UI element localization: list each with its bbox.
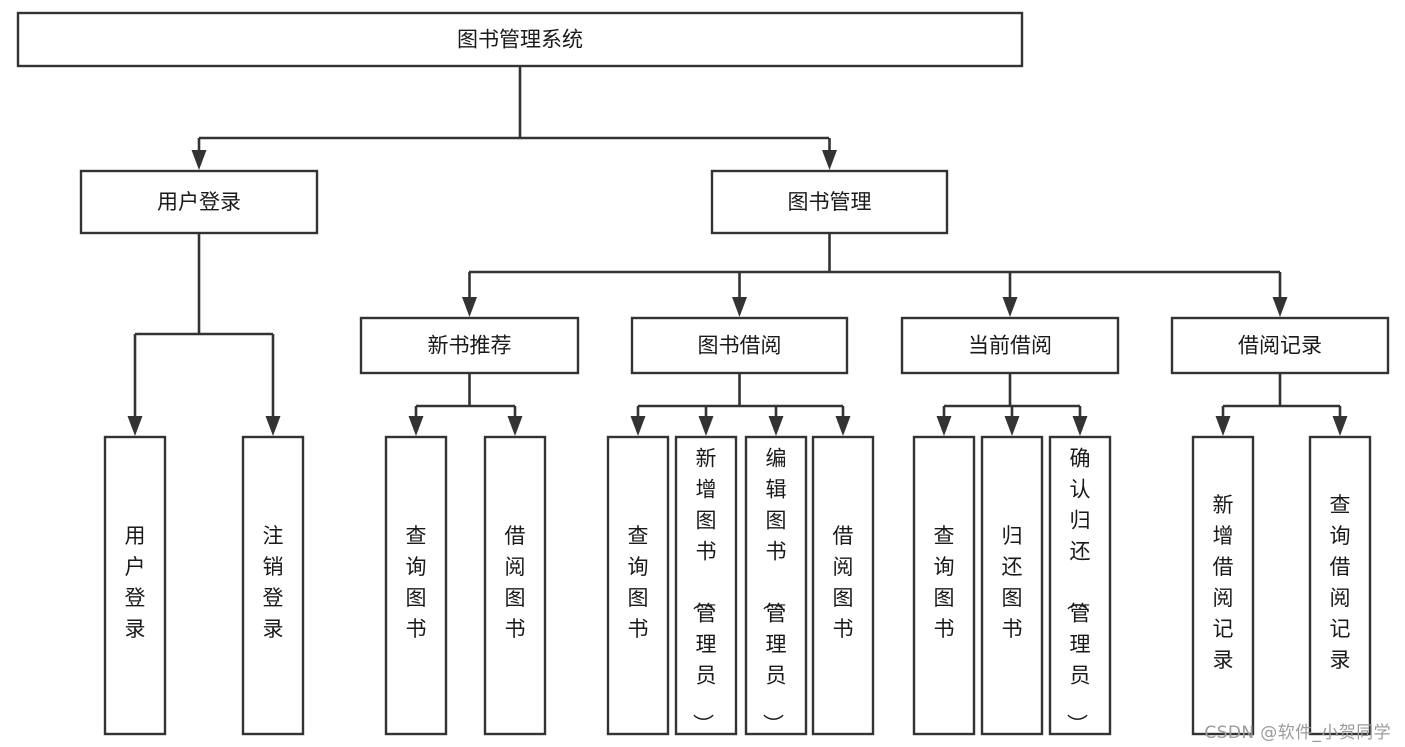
node-leaf-add-record[interactable]: 新增借阅记录 xyxy=(1191,435,1255,736)
arrow-head-icon xyxy=(265,416,281,436)
arrow-head-icon xyxy=(507,416,523,436)
node-label: 查询借阅记录 xyxy=(1330,493,1351,672)
arrow-head-icon xyxy=(1002,297,1018,317)
arrow-head-icon xyxy=(462,297,477,317)
arrow-head-icon xyxy=(822,150,837,170)
node-box xyxy=(710,169,949,235)
node-box xyxy=(606,435,670,736)
arrow-head-icon xyxy=(768,416,784,436)
node-current-borrow[interactable]: 当前借阅 xyxy=(900,316,1120,375)
node-leaf-query-record[interactable]: 查询借阅记录 xyxy=(1308,435,1372,736)
arrow-head-icon xyxy=(127,416,143,436)
node-box xyxy=(1170,316,1390,375)
node-label: 新书推荐 xyxy=(428,334,512,358)
node-box xyxy=(1308,435,1372,736)
node-box xyxy=(900,316,1120,375)
node-label: 借阅图书 xyxy=(505,524,526,641)
arrow-head-icon xyxy=(1332,416,1348,436)
arrow-head-icon xyxy=(732,297,747,317)
node-label: 注销登录 xyxy=(263,524,284,641)
node-box xyxy=(103,435,167,736)
node-box xyxy=(1048,435,1112,736)
node-label: 编辑图书（管理员） xyxy=(761,447,787,735)
node-box xyxy=(16,11,1024,68)
node-root[interactable]: 图书管理系统 xyxy=(16,11,1024,68)
node-box xyxy=(980,435,1044,736)
node-book-manage[interactable]: 图书管理 xyxy=(710,169,949,235)
arrow-head-icon xyxy=(191,150,207,170)
node-user-login[interactable]: 用户登录 xyxy=(79,169,319,235)
node-label: 用户登录 xyxy=(125,524,146,641)
node-label: 借阅记录 xyxy=(1238,334,1322,358)
arrow-head-icon xyxy=(835,416,851,436)
node-label: 借阅图书 xyxy=(833,524,854,641)
node-leaf-borrow-book-1[interactable]: 借阅图书 xyxy=(483,435,547,736)
node-box xyxy=(912,435,976,736)
node-box xyxy=(79,169,319,235)
arrow-head-icon xyxy=(936,416,952,436)
node-leaf-user-login[interactable]: 用户登录 xyxy=(103,435,167,736)
node-leaf-query-book-3[interactable]: 查询图书 xyxy=(912,435,976,736)
node-label: 查询图书 xyxy=(406,524,427,641)
arrow-head-icon xyxy=(1004,416,1020,436)
node-label: 新增借阅记录 xyxy=(1213,493,1234,672)
node-box xyxy=(359,316,580,375)
node-leaf-edit-book[interactable]: 编辑图书（管理员） xyxy=(744,435,808,736)
node-leaf-borrow-book-2[interactable]: 借阅图书 xyxy=(811,435,875,736)
node-leaf-return-book[interactable]: 归还图书 xyxy=(980,435,1044,736)
arrow-head-icon xyxy=(1215,416,1231,436)
arrow-head-icon xyxy=(1272,297,1288,317)
node-label: 新增图书（管理员） xyxy=(691,447,717,735)
node-box xyxy=(241,435,305,736)
node-label: 图书管理系统 xyxy=(457,28,583,52)
node-leaf-add-book[interactable]: 新增图书（管理员） xyxy=(674,435,738,736)
arrow-head-icon xyxy=(698,416,714,436)
node-label: 当前借阅 xyxy=(968,334,1052,358)
node-box xyxy=(630,316,849,375)
node-leaf-query-book-2[interactable]: 查询图书 xyxy=(606,435,670,736)
node-label: 查询图书 xyxy=(934,524,955,641)
node-label: 图书借阅 xyxy=(698,334,782,358)
arrow-head-icon xyxy=(630,416,646,436)
nodes-layer: 图书管理系统用户登录图书管理新书推荐图书借阅当前借阅借阅记录用户登录注销登录查询… xyxy=(16,11,1390,736)
node-label: 图书管理 xyxy=(788,190,872,214)
node-leaf-user-logout[interactable]: 注销登录 xyxy=(241,435,305,736)
node-leaf-query-book-1[interactable]: 查询图书 xyxy=(384,435,448,736)
node-box xyxy=(674,435,738,736)
node-book-borrow[interactable]: 图书借阅 xyxy=(630,316,849,375)
node-box xyxy=(384,435,448,736)
node-label: 确认归还（管理员） xyxy=(1065,447,1091,735)
node-leaf-confirm-return[interactable]: 确认归还（管理员） xyxy=(1048,435,1112,736)
node-label: 查询图书 xyxy=(628,524,649,641)
node-box xyxy=(744,435,808,736)
node-box xyxy=(811,435,875,736)
arrow-head-icon xyxy=(1072,416,1088,436)
node-box xyxy=(1191,435,1255,736)
node-label: 用户登录 xyxy=(157,190,241,214)
arrow-head-icon xyxy=(408,416,424,436)
node-box xyxy=(483,435,547,736)
node-label: 归还图书 xyxy=(1002,524,1023,641)
node-new-book-rec[interactable]: 新书推荐 xyxy=(359,316,580,375)
node-borrow-record[interactable]: 借阅记录 xyxy=(1170,316,1390,375)
connectors-layer xyxy=(127,66,1348,436)
